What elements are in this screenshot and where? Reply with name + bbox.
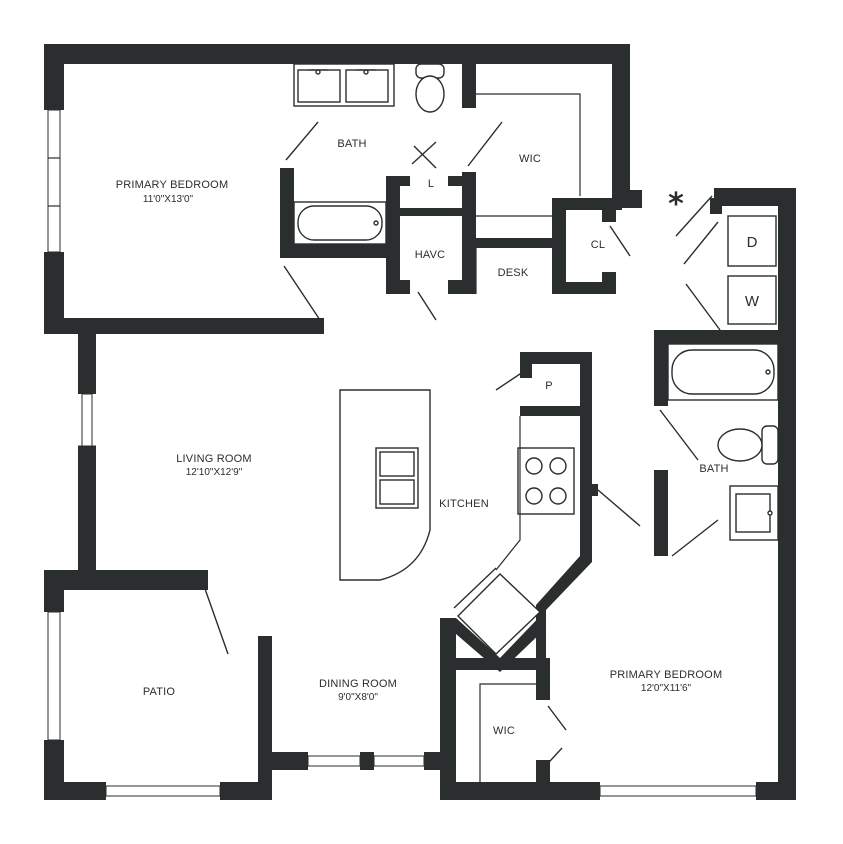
room-label-kitchen: KITCHEN [439, 498, 489, 510]
room-label-wic-1: WIC [519, 153, 541, 165]
marker-asterisk: * [668, 187, 684, 222]
toilet-2 [761, 425, 779, 465]
windows [47, 109, 757, 797]
room-label-bath-1: BATH [337, 138, 366, 150]
room-dims-primary-bedroom-2: 12'0"X11'6" [641, 683, 692, 694]
room-label-living-room: LIVING ROOM [176, 453, 252, 465]
room-label-primary-bedroom-2: PRIMARY BEDROOM [610, 669, 723, 681]
window-upper-bedroom [47, 109, 61, 253]
room-label-patio: PATIO [143, 686, 176, 698]
room-label-pantry: P [545, 380, 553, 392]
room-label-closet: CL [591, 239, 605, 251]
room-dims-dining-room: 9'0"X8'0" [338, 692, 378, 703]
label-washer: W [745, 293, 760, 310]
label-dryer: D [747, 234, 758, 251]
room-label-wic-2: WIC [493, 725, 515, 737]
room-label-linen: L [428, 178, 434, 190]
labels: * PRIMARY BEDROOM 11'0"X13'0" BATH WIC L… [116, 138, 760, 737]
window-living-room [81, 393, 93, 449]
walls [44, 44, 796, 800]
room-dims-living-room: 12'10"X12'9" [186, 467, 243, 478]
dryer [727, 215, 777, 267]
room-label-dining-room: DINING ROOM [319, 678, 397, 690]
range [517, 447, 575, 515]
interior-lines [475, 93, 641, 784]
room-dims-primary-bedroom-1: 11'0"X13'0" [143, 194, 194, 205]
window-dining [307, 755, 361, 767]
room-label-primary-bedroom-1: PRIMARY BEDROOM [116, 179, 229, 191]
doors [203, 121, 721, 773]
window-lower-bedroom [599, 785, 757, 797]
window-dining-2 [373, 755, 425, 767]
window-patio-bottom [105, 785, 221, 797]
room-label-bath-2: BATH [699, 463, 728, 475]
refrigerator [457, 573, 542, 655]
washer [727, 275, 777, 325]
window-patio-left [47, 611, 61, 741]
room-label-havc: HAVC [415, 249, 446, 261]
room-label-desk: DESK [498, 267, 529, 279]
fixtures [293, 63, 779, 655]
